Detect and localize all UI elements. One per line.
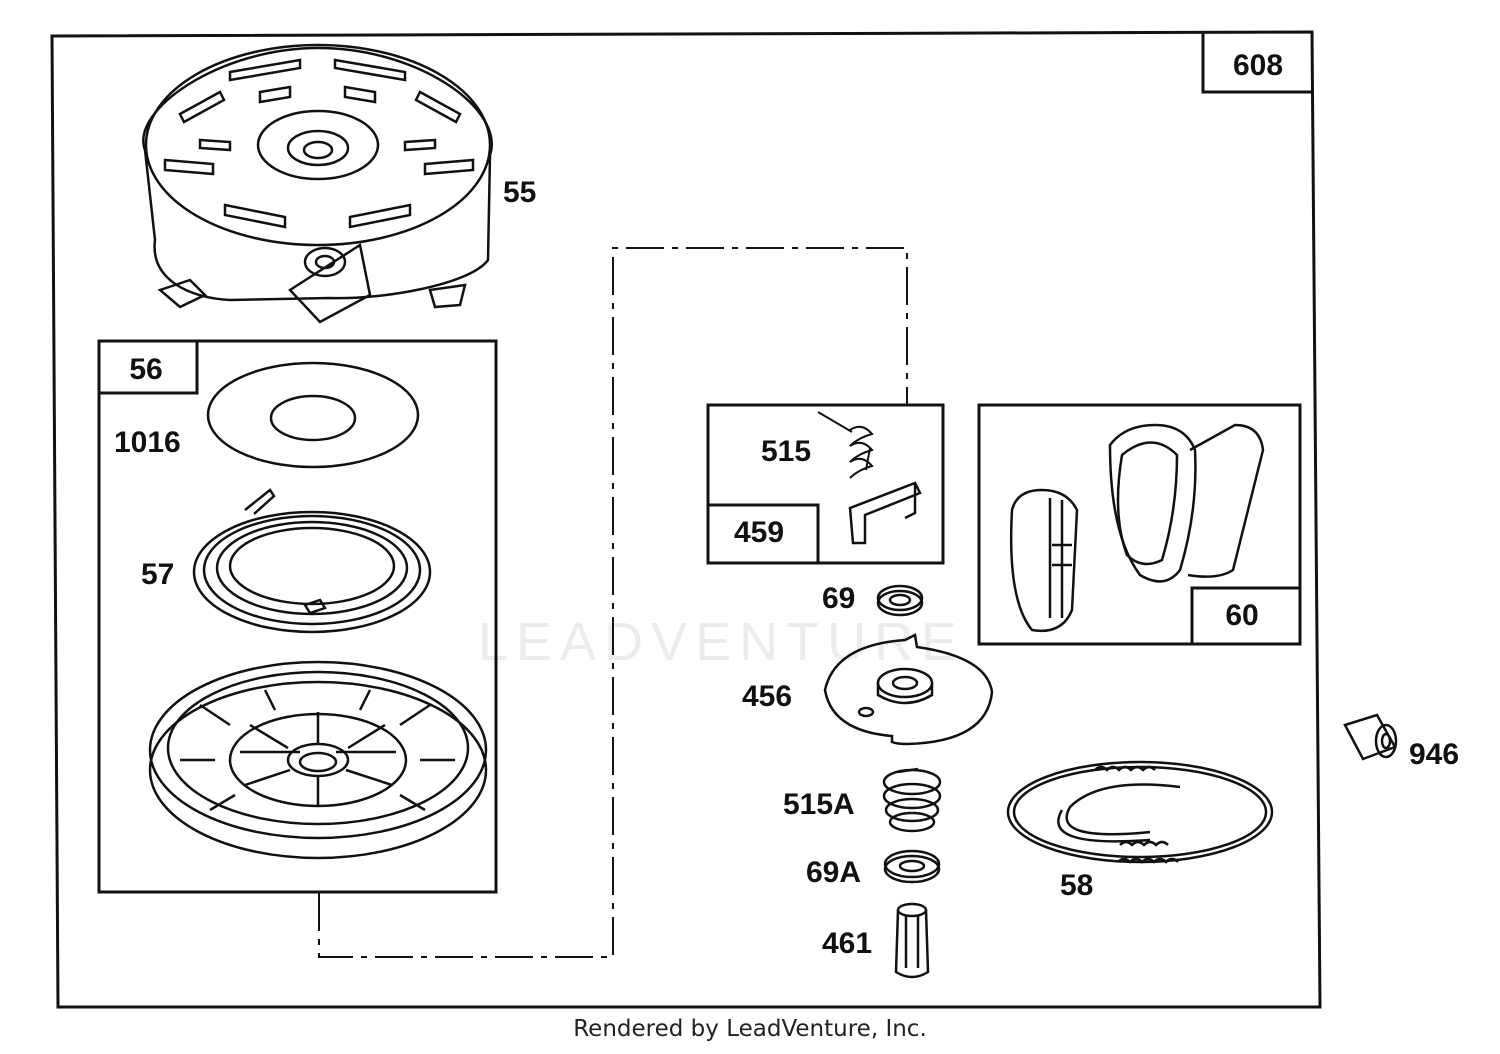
assembly-number: 608: [1233, 49, 1283, 82]
outer-frame: [50, 30, 1322, 1009]
part-456-retainer-drawing[interactable]: [823, 633, 994, 746]
part-515a-spring-drawing[interactable]: [882, 767, 942, 833]
kit-box-60: [977, 403, 1302, 646]
assembly-label-608[interactable]: 608: [1201, 32, 1312, 94]
part-1016-washer-drawing[interactable]: [206, 361, 420, 469]
part-label-461[interactable]: 461: [822, 927, 872, 960]
part-58-rope-drawing[interactable]: [1006, 760, 1274, 864]
watermark-text: LEADVENTURE: [478, 612, 965, 672]
part-label-69[interactable]: 69: [822, 582, 855, 615]
pulley-drawing[interactable]: [148, 660, 488, 860]
part-60-handle-drawing[interactable]: [1009, 423, 1265, 633]
part-69a-washer-drawing[interactable]: [883, 849, 941, 884]
part-label-56[interactable]: 56: [129, 353, 162, 386]
part-label-60[interactable]: 60: [1225, 599, 1258, 632]
footer-credit: Rendered by LeadVenture, Inc.: [573, 1016, 927, 1042]
part-label-69a[interactable]: 69A: [806, 856, 861, 889]
part-69-washer-drawing[interactable]: [876, 584, 924, 617]
part-label-515a[interactable]: 515A: [783, 788, 855, 821]
part-label-515[interactable]: 515: [761, 435, 811, 468]
part-57-spring-drawing[interactable]: [192, 488, 432, 634]
part-label-946[interactable]: 946: [1409, 738, 1459, 771]
part-55-housing-drawing[interactable]: [142, 43, 493, 324]
part-label-456[interactable]: 456: [742, 680, 792, 713]
part-label-58[interactable]: 58: [1060, 869, 1093, 902]
kit-box-515-459: [706, 403, 945, 565]
kit-box-56: [97, 339, 498, 894]
part-461-pin-drawing[interactable]: [894, 902, 930, 979]
part-label-459[interactable]: 459: [734, 516, 784, 549]
part-515-spring-drawing[interactable]: [817, 411, 874, 479]
part-459-pawl-drawing[interactable]: [848, 481, 922, 545]
part-946-sleeve-drawing[interactable]: [1343, 713, 1398, 761]
part-label-55[interactable]: 55: [503, 176, 536, 209]
part-label-57[interactable]: 57: [141, 558, 174, 591]
connector-lines: [318, 247, 908, 958]
part-label-1016[interactable]: 1016: [114, 426, 181, 459]
